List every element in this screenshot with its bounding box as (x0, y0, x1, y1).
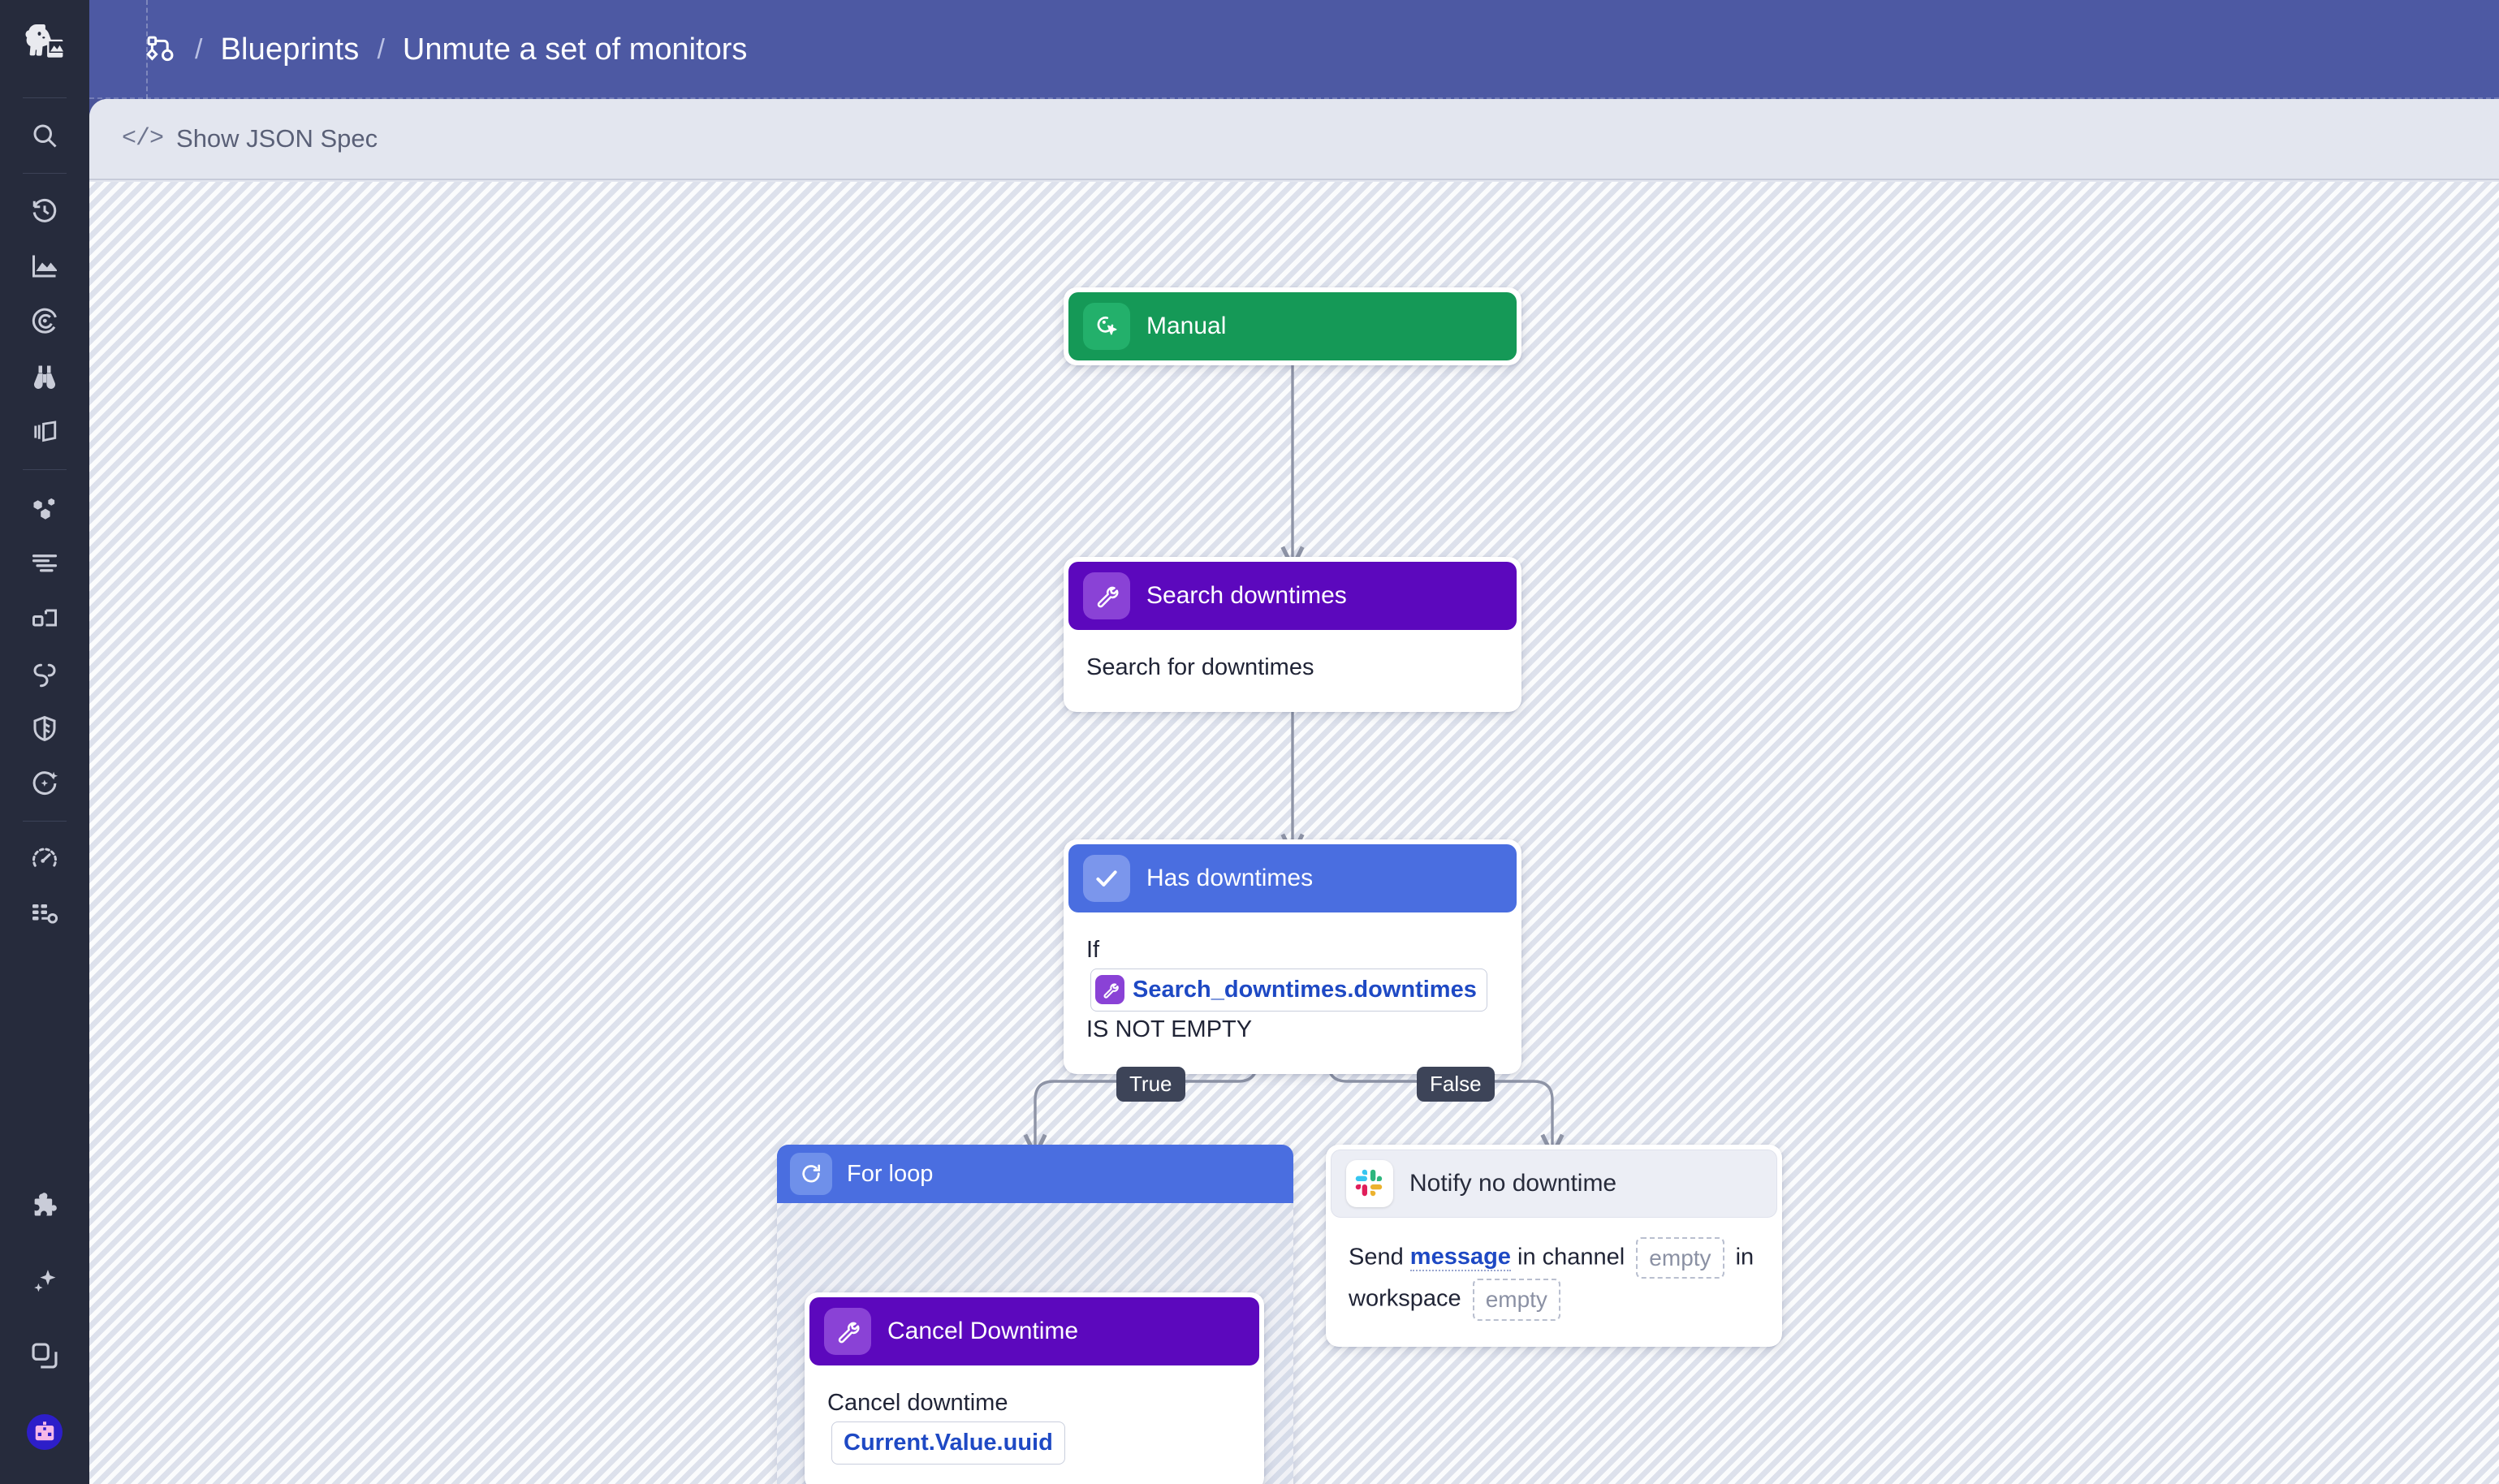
sparkle-circle-icon[interactable] (17, 756, 72, 811)
toolbar: </> Show JSON Spec (89, 99, 2499, 180)
search-icon[interactable] (17, 108, 72, 163)
flow-graph: True False Manual (89, 182, 2499, 1484)
sidebar-divider (23, 821, 67, 822)
page-title: Unmute a set of monitors (402, 32, 748, 67)
node-search-downtimes[interactable]: Search downtimes Search for downtimes (1064, 557, 1521, 712)
condition-variable-label: Search_downtimes.downtimes (1133, 976, 1477, 1003)
log-lines-icon[interactable] (17, 535, 72, 590)
left-sidebar (0, 0, 89, 1484)
notify-workspace-text: workspace (1349, 1285, 1461, 1312)
user-avatar[interactable] (27, 1414, 63, 1450)
node-cancel-downtime[interactable]: Cancel Downtime Cancel downtime Current.… (805, 1292, 1264, 1484)
top-header-bar: / Blueprints / Unmute a set of monitors (89, 0, 2499, 99)
branch-label-true: True (1116, 1067, 1185, 1102)
loop-refresh-icon (790, 1153, 832, 1195)
node-manual-title: Manual (1146, 313, 1227, 339)
cancel-downtime-variable-label: Current.Value.uuid (844, 1429, 1053, 1456)
node-manual[interactable]: Manual (1064, 287, 1521, 365)
condition-variable-chip[interactable]: Search_downtimes.downtimes (1090, 968, 1487, 1012)
node-notify-no-downtime-body: Send message in channel empty in workspa… (1331, 1218, 1777, 1342)
cancel-downtime-prefix: Cancel downtime (827, 1390, 1008, 1416)
cursor-click-icon (1083, 303, 1130, 350)
container-boxes-icon[interactable] (17, 590, 72, 645)
breadcrumb-separator: / (377, 33, 385, 65)
layers-stack-icon[interactable] (17, 404, 72, 459)
sidebar-divider (23, 97, 67, 98)
wrench-icon (1095, 975, 1124, 1005)
node-search-downtimes-description: Search for downtimes (1086, 654, 1314, 680)
workflow-canvas[interactable]: True False Manual (89, 182, 2499, 1484)
node-has-downtimes-title: Has downtimes (1146, 865, 1314, 891)
notify-in-channel-text: in channel (1517, 1244, 1625, 1270)
notify-message-link[interactable]: message (1409, 1244, 1511, 1272)
show-json-spec-label: Show JSON Spec (176, 124, 378, 153)
node-search-downtimes-body: Search for downtimes (1068, 630, 1517, 707)
slack-icon (1346, 1160, 1393, 1207)
content-panel: </> Show JSON Spec (89, 99, 2499, 1484)
node-cancel-downtime-header[interactable]: Cancel Downtime (809, 1297, 1259, 1365)
node-notify-no-downtime-header[interactable]: Notify no downtime (1331, 1150, 1777, 1218)
wrench-icon (1083, 572, 1130, 619)
trace-link-icon[interactable] (17, 645, 72, 701)
checkmark-icon (1083, 855, 1130, 902)
node-has-downtimes[interactable]: Has downtimes If Search_downtimes.downti… (1064, 839, 1521, 1074)
hexagon-hosts-icon[interactable] (17, 480, 72, 535)
puzzle-piece-icon[interactable] (17, 1179, 72, 1234)
watchdog-eye-icon[interactable] (17, 294, 72, 349)
gauge-icon[interactable] (17, 831, 72, 887)
breadcrumb-separator: / (195, 33, 203, 65)
node-has-downtimes-header[interactable]: Has downtimes (1068, 844, 1517, 912)
header-dashed-guide (146, 0, 148, 99)
node-cancel-downtime-title: Cancel Downtime (887, 1318, 1079, 1344)
node-for-loop-title: For loop (847, 1160, 934, 1187)
wrench-icon (824, 1308, 871, 1355)
node-search-downtimes-title: Search downtimes (1146, 582, 1347, 609)
header-dashed-guide-horizontal (89, 97, 2499, 99)
history-clock-icon[interactable] (17, 183, 72, 239)
node-has-downtimes-body: If Search_downtimes.downtimes IS NOT EMP… (1068, 912, 1517, 1069)
show-json-spec-button[interactable]: </> Show JSON Spec (122, 124, 378, 153)
sidebar-divider (23, 469, 67, 470)
node-for-loop[interactable]: For loop Cancel Downtime (777, 1145, 1293, 1484)
cancel-downtime-variable-chip[interactable]: Current.Value.uuid (831, 1421, 1065, 1465)
node-cancel-downtime-body: Cancel downtime Current.Value.uuid (809, 1365, 1259, 1484)
notify-workspace-empty-chip[interactable]: empty (1472, 1279, 1560, 1321)
sidebar-divider (23, 173, 67, 174)
condition-prefix: If (1086, 937, 1100, 963)
notify-channel-empty-chip[interactable]: empty (1636, 1237, 1724, 1279)
branch-label-false: False (1417, 1067, 1495, 1102)
notify-in-text: in (1735, 1244, 1754, 1270)
node-for-loop-body: Cancel Downtime Cancel downtime Current.… (777, 1203, 1293, 1484)
breadcrumb: / Blueprints / Unmute a set of monitors (145, 32, 747, 67)
node-notify-no-downtime-title: Notify no downtime (1409, 1170, 1617, 1197)
flow-edges (89, 360, 2499, 1481)
breadcrumb-parent-link[interactable]: Blueprints (220, 32, 360, 67)
notify-send-prefix: Send (1349, 1244, 1404, 1270)
area-chart-icon[interactable] (17, 239, 72, 294)
sparkle-icon[interactable] (17, 1253, 72, 1309)
workflow-flowchart-icon[interactable] (145, 33, 177, 66)
node-for-loop-header[interactable]: For loop (777, 1145, 1293, 1203)
pipeline-icon[interactable] (17, 887, 72, 942)
node-notify-no-downtime[interactable]: Notify no downtime Send message in chann… (1326, 1145, 1782, 1347)
datadog-dog-logo[interactable] (0, 0, 89, 88)
condition-operator: IS NOT EMPTY (1086, 1016, 1253, 1042)
overlapping-squares-icon[interactable] (17, 1328, 72, 1383)
node-manual-header[interactable]: Manual (1068, 292, 1517, 360)
node-search-downtimes-header[interactable]: Search downtimes (1068, 562, 1517, 630)
binoculars-icon[interactable] (17, 349, 72, 404)
code-brackets-icon: </> (122, 125, 164, 153)
shield-icon[interactable] (17, 701, 72, 756)
